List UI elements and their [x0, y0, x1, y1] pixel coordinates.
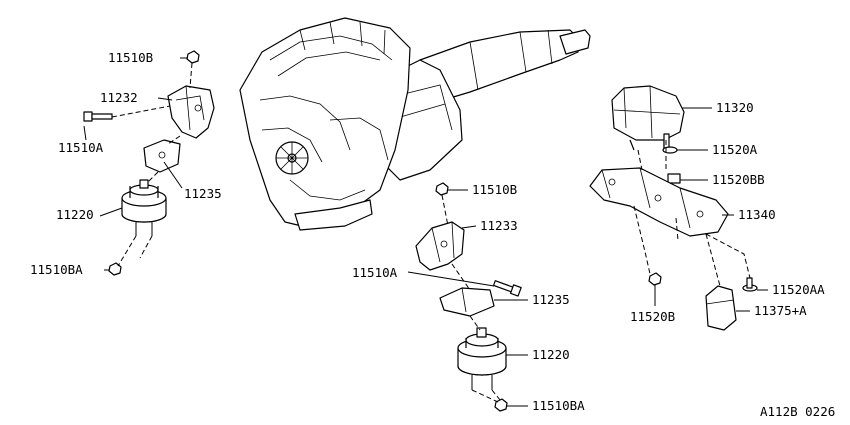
label-11232: 11232	[100, 90, 138, 105]
label-11233: 11233	[480, 218, 518, 233]
label-11510a-left: 11510A	[58, 140, 104, 155]
mount-11320	[611, 85, 685, 141]
label-11220-left: 11220	[56, 207, 94, 222]
mount-11220-left	[121, 179, 167, 236]
center-mount-group	[407, 182, 528, 412]
fan	[275, 141, 309, 175]
engine-transmission-assembly	[239, 17, 591, 231]
label-11510b-left: 11510B	[108, 50, 153, 65]
label-11520aa: 11520AA	[772, 282, 825, 297]
plate-11235-left	[143, 139, 181, 173]
label-11320: 11320	[716, 100, 754, 115]
label-11510ba-center: 11510BA	[532, 398, 585, 413]
label-11510a-center: 11510A	[352, 265, 398, 280]
bolt-11510a-center	[492, 280, 522, 297]
mount-11220-center	[457, 327, 507, 390]
bracket-11232	[167, 85, 215, 139]
clip-11520bb	[667, 173, 681, 184]
plate-11235-center	[439, 287, 495, 317]
bracket-11233	[415, 221, 465, 271]
nut-11510ba-center	[494, 398, 508, 412]
nut-11510b-left	[186, 50, 200, 64]
label-11520a: 11520A	[712, 142, 758, 157]
bolt-11520aa	[742, 277, 758, 292]
nut-11510b-center	[435, 182, 449, 196]
diagram-code: A112B 0226	[760, 404, 835, 419]
label-11235-left: 11235	[184, 186, 222, 201]
label-11520b: 11520B	[630, 309, 675, 324]
label-11510b-center: 11510B	[472, 182, 517, 197]
label-11375a: 11375+A	[754, 303, 807, 318]
left-mount-group	[83, 50, 215, 276]
crossmember-11340	[589, 167, 729, 237]
label-11220-center: 11220	[532, 347, 570, 362]
nut-11520b	[648, 272, 662, 286]
right-mount-group	[589, 85, 768, 331]
label-11340: 11340	[738, 207, 776, 222]
label-11520bb: 11520BB	[712, 172, 765, 187]
label-11510ba-left: 11510BA	[30, 262, 83, 277]
bolt-11510a-left	[83, 111, 113, 122]
part-labels: 11510B 11232 11510A 11235 11220 11510BA …	[30, 50, 835, 419]
label-11235-center: 11235	[532, 292, 570, 307]
insulator-11375a	[705, 285, 737, 331]
